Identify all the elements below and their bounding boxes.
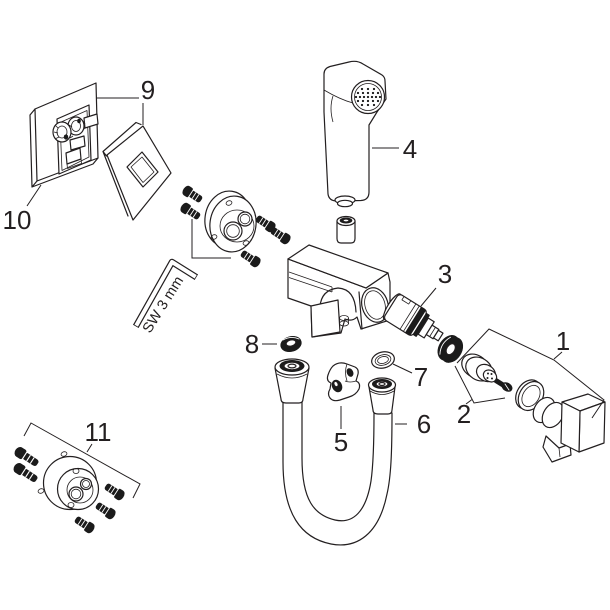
- leader-7: [392, 363, 413, 374]
- bracket-2: [454, 365, 506, 405]
- part-4-hand-spray: [323, 60, 387, 208]
- bracket-1: [456, 328, 605, 419]
- leader-10: [26, 184, 42, 207]
- part-2-adapter: [461, 353, 513, 392]
- part-10-mounting-frame: [29, 82, 99, 188]
- leader-9: [97, 97, 144, 125]
- part-3-cartridge: [382, 293, 444, 342]
- label-6: 6: [417, 409, 431, 439]
- bracket-11: [23, 422, 141, 499]
- part-8-seal-washer: [280, 335, 302, 353]
- leader-allen-key: [191, 219, 231, 259]
- part-6-hose: [274, 358, 397, 546]
- label-7: 7: [414, 362, 428, 392]
- label-11: 11: [85, 417, 112, 447]
- hose-nut-left: [274, 358, 310, 404]
- allen-key: [133, 258, 199, 328]
- mounting-screw: [178, 200, 203, 223]
- label-3: 3: [438, 259, 452, 289]
- leader-3: [420, 287, 437, 307]
- part-5-clip: [326, 362, 361, 402]
- part-11-wall-flange: [11, 444, 127, 536]
- part-7-washer: [371, 351, 395, 369]
- mounting-screw: [102, 480, 127, 503]
- check-valve-connector: [336, 215, 356, 244]
- label-1: 1: [556, 326, 570, 356]
- wall-flange: [178, 183, 293, 270]
- valve-mechanism: [52, 113, 99, 151]
- mounting-screw: [93, 499, 118, 522]
- seal-nut: [437, 335, 464, 363]
- label-2: 2: [457, 399, 471, 429]
- label-4: 4: [403, 134, 417, 164]
- mounting-screw: [180, 183, 205, 206]
- shower-holder-body: [287, 244, 391, 338]
- label-5: 5: [334, 427, 348, 457]
- mounting-screw: [72, 513, 97, 536]
- label-9: 9: [141, 75, 155, 105]
- label-10: 10: [3, 205, 32, 235]
- label-8: 8: [245, 329, 259, 359]
- spray-nozzle-dots: [354, 87, 382, 107]
- mounting-screw: [238, 247, 263, 270]
- part-9-escutcheon-plate: [102, 121, 172, 221]
- part-1-handle: [532, 393, 606, 463]
- hose-nut-right: [367, 377, 397, 415]
